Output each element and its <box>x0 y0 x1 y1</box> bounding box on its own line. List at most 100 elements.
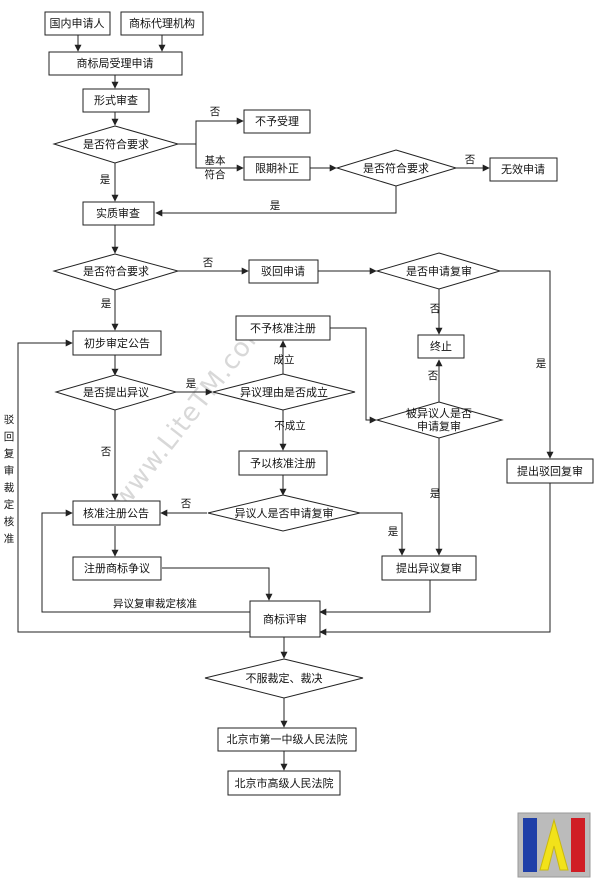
label-oppcheck-yes: 是 <box>186 378 197 390</box>
text-approval-announcement: 核准注册公告 <box>83 506 149 520</box>
label-opposedcheck-no: 否 <box>428 370 439 382</box>
edge-rejectionreview-board <box>319 483 551 636</box>
edge-board-preliminary <box>17 339 250 633</box>
text-preliminary-announcement: 初步审定公告 <box>84 336 150 350</box>
diamond-apply-review-check <box>375 252 502 290</box>
box-reject-application <box>248 259 319 284</box>
text-trademark-agency: 商标代理机构 <box>129 16 195 30</box>
diamond-opposition-filed-check <box>54 374 178 411</box>
text-opposition-filed-check: 是否提出异议 <box>83 385 149 399</box>
side-label-char-6: 定 <box>4 498 15 511</box>
box-high-court <box>227 770 341 796</box>
label-oppcheck-no: 否 <box>101 446 112 458</box>
diamond-requirement-check-1 <box>52 125 180 164</box>
text-opponent-review-check: 异议人是否申请复审 <box>235 506 334 520</box>
box-trademark-agency <box>120 11 204 36</box>
text-file-rejection-review: 提出驳回复审 <box>517 464 583 478</box>
edge-oppreview-board <box>319 580 431 616</box>
text-substantive-exam: 实质审查 <box>96 206 140 220</box>
box-first-intermediate-court <box>217 727 357 752</box>
label-check1-basic-1: 基本 <box>205 154 226 167</box>
label-check3-yes: 是 <box>101 298 112 310</box>
edge-labels: 否 基本 符合 否 是 是 否 是 否 是 成立 否 是 不成立 否 是 否 是… <box>4 106 547 610</box>
text-review-board: 商标评审 <box>263 612 307 626</box>
text-requirement-check-2: 是否符合要求 <box>363 161 429 175</box>
label-check2-no: 否 <box>465 154 476 166</box>
edge-notapproved-opposedcheck <box>330 327 377 424</box>
box-invalid-application <box>489 157 558 182</box>
text-disagree-ruling: 不服裁定、裁决 <box>246 671 323 685</box>
box-substantive-exam <box>82 201 155 226</box>
text-opposition-reason-check: 异议理由是否成立 <box>240 385 328 399</box>
edge-dispute-board <box>162 567 273 601</box>
label-check1-yes: 是 <box>100 174 111 186</box>
text-not-approved-registration: 不予核准注册 <box>250 321 316 335</box>
text-registered-mark-dispute: 注册商标争议 <box>84 561 150 575</box>
label-check1-no: 否 <box>210 106 221 118</box>
side-label-char-7: 核 <box>4 515 15 528</box>
logo-red-bar <box>571 818 585 872</box>
text-opposed-party-review-check-line2: 申请复审 <box>417 419 461 433</box>
edge-reviewcheck-rejectionreview <box>500 270 554 459</box>
box-terminate <box>417 334 465 359</box>
label-check3-no: 否 <box>203 257 214 269</box>
side-label-char-1: 驳 <box>4 414 15 426</box>
text-not-accepted: 不予受理 <box>255 115 299 128</box>
side-label-char-3: 复 <box>4 447 15 460</box>
box-domestic-applicant <box>44 11 111 36</box>
box-file-rejection-review <box>506 458 594 484</box>
diamond-opponent-review-check <box>207 494 361 532</box>
text-reject-application: 驳回申请 <box>261 265 305 278</box>
diamond-opposition-reason-check <box>212 373 356 411</box>
text-correct-within-deadline: 限期补正 <box>255 162 299 175</box>
side-label-char-4: 审 <box>4 464 15 477</box>
diamond-opposed-party-review-check <box>375 401 504 439</box>
label-check1-basic-2: 符合 <box>205 168 226 181</box>
label-reviewcheck-no: 否 <box>430 303 441 315</box>
label-opposition-review-ruling: 异议复审裁定核准 <box>113 597 197 610</box>
box-approval-announcement <box>72 500 161 526</box>
side-label-char-5: 裁 <box>4 481 15 494</box>
box-file-opposition-review <box>381 555 477 581</box>
side-label-char-8: 准 <box>4 533 15 545</box>
text-requirement-check-3: 是否符合要求 <box>83 264 149 278</box>
text-invalid-application: 无效申请 <box>501 162 545 176</box>
label-opposedcheck-yes: 是 <box>430 488 441 500</box>
diamond-requirement-check-2 <box>335 149 458 187</box>
box-office-accepts <box>48 51 183 76</box>
text-apply-review-check: 是否申请复审 <box>406 264 472 278</box>
text-file-opposition-review: 提出异议复审 <box>396 561 462 575</box>
box-correct-within-deadline <box>243 156 311 181</box>
box-formal-exam <box>82 88 150 113</box>
text-office-accepts: 商标局受理申请 <box>77 56 154 70</box>
diamond-disagree-ruling <box>204 658 364 699</box>
brand-logo <box>517 812 591 878</box>
text-opposed-party-review-check-line1: 被异议人是否 <box>406 407 472 420</box>
label-opponentcheck-no: 否 <box>181 498 192 510</box>
text-terminate: 终止 <box>430 339 452 353</box>
box-preliminary-announcement <box>72 330 162 356</box>
label-reviewcheck-yes: 是 <box>536 358 547 370</box>
text-approve-registration: 予以核准注册 <box>250 456 316 470</box>
text-high-court: 北京市高级人民法院 <box>235 776 334 790</box>
label-opponentcheck-yes: 是 <box>388 526 399 538</box>
side-label-char-2: 回 <box>4 431 15 443</box>
label-established: 成立 <box>274 353 295 366</box>
text-first-intermediate-court: 北京市第一中级人民法院 <box>227 732 348 746</box>
edge-check1-notaccepted <box>178 117 244 145</box>
edge-check2-substantive <box>155 186 397 217</box>
logo-yellow-a <box>539 818 569 871</box>
box-approve-registration <box>238 450 328 476</box>
box-not-accepted <box>243 109 311 134</box>
text-domestic-applicant: 国内申请人 <box>50 16 105 30</box>
box-registered-mark-dispute <box>72 556 162 581</box>
edges <box>17 35 554 771</box>
edge-opponentcheck-oppreview <box>360 512 406 556</box>
label-not-established: 不成立 <box>274 419 306 432</box>
diamond-requirement-check-3 <box>52 253 180 291</box>
nodes: 国内申请人 商标代理机构 商标局受理申请 形式审查 是否符合要求 不予受理 限期… <box>44 11 594 796</box>
text-requirement-check-1: 是否符合要求 <box>83 137 149 151</box>
logo-blue-bar <box>523 818 537 872</box>
label-check2-yes: 是 <box>270 200 281 212</box>
